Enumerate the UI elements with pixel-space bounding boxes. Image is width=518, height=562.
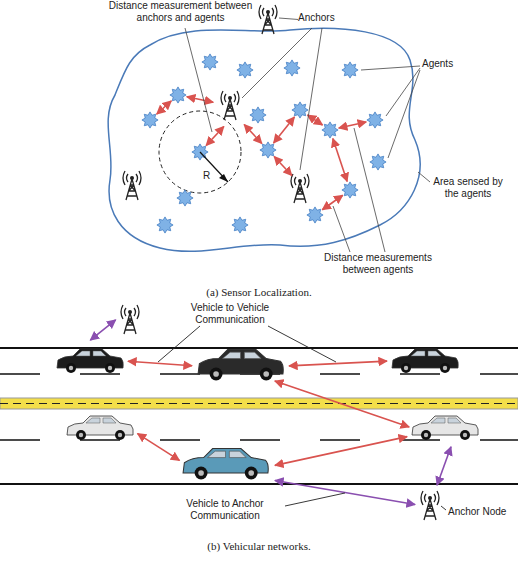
label-text: Distance measurements between agents	[324, 252, 432, 275]
leader-line	[388, 70, 420, 158]
label-text: Distance measurement between anchors and…	[109, 0, 252, 23]
leader-line	[441, 506, 446, 510]
leader-line	[285, 493, 345, 506]
annotation-label: Vehicle to Vehicle Communication	[170, 302, 290, 326]
label-text: R	[203, 170, 210, 181]
distance-arrow	[275, 481, 415, 505]
distance-arrow	[333, 139, 347, 182]
agents	[142, 54, 386, 233]
agent-star	[177, 190, 193, 206]
annotation-label: Agents	[422, 58, 482, 70]
distance-arrow	[275, 437, 407, 466]
subfigure-caption: (a) Sensor Localization.	[0, 286, 518, 298]
agent-star	[342, 182, 358, 198]
label-text: (a) Sensor Localization.	[206, 286, 311, 298]
annotation-label: Anchor Node	[448, 506, 514, 518]
vehicles	[57, 349, 478, 479]
leader-lines	[185, 18, 430, 252]
range-circle	[159, 111, 241, 193]
agent-star	[260, 142, 276, 158]
agent-star	[342, 62, 358, 78]
distance-arrow	[138, 434, 180, 461]
agent-star	[250, 107, 266, 123]
agent-star	[232, 217, 248, 233]
annotation-label: R	[203, 170, 215, 182]
leader-line	[242, 28, 312, 98]
distance-arrow	[206, 127, 224, 146]
distance-arrow	[289, 361, 387, 366]
sensed-area	[108, 28, 420, 251]
distance-arrow	[307, 115, 322, 125]
distance-arrow	[244, 125, 262, 144]
annotation-label: Distance measurements between agents	[318, 252, 438, 276]
label-text: Area sensed by the agents	[433, 176, 503, 199]
agent-star	[322, 122, 338, 138]
label-text: Vehicle to Anchor Communication	[186, 498, 263, 521]
leader-line	[361, 66, 420, 70]
leader-line	[185, 28, 212, 132]
agent-star	[157, 217, 173, 233]
communication-arrows	[90, 320, 451, 510]
leader-line	[300, 28, 322, 170]
agent-star	[292, 102, 308, 118]
road	[0, 348, 518, 484]
annotation-label: Vehicle to Anchor Communication	[160, 498, 290, 522]
anchors	[123, 5, 309, 203]
distance-arrow	[157, 101, 172, 114]
label-text: (b) Vehicular networks.	[207, 540, 310, 552]
leader-line	[158, 326, 200, 362]
leader-line	[333, 206, 350, 252]
agent-star	[142, 112, 158, 128]
label-text: Anchor Node	[448, 506, 506, 517]
distance-arrow	[187, 97, 213, 102]
distance-arrow	[274, 157, 292, 176]
subfigure-caption: (b) Vehicular networks.	[0, 540, 518, 552]
label-text: Anchors	[298, 12, 335, 23]
radius-head	[219, 174, 228, 182]
distance-arrow	[437, 447, 451, 485]
leader-line	[268, 326, 336, 362]
distance-arrow	[90, 320, 115, 340]
agent-star	[237, 62, 253, 78]
distance-arrow	[275, 381, 409, 427]
agent-star	[202, 54, 218, 70]
agent-star	[307, 207, 323, 223]
distance-arrow	[128, 361, 192, 366]
agent-star	[284, 60, 300, 76]
annotation-label: Distance measurement between anchors and…	[108, 0, 253, 24]
anchor-towers	[121, 305, 439, 520]
radius-line	[200, 152, 228, 182]
leader-line	[354, 128, 385, 252]
label-text: Vehicle to Vehicle Communication	[191, 302, 269, 325]
label-text: Agents	[422, 58, 453, 69]
distance-arrow	[274, 117, 295, 143]
leader-line	[418, 172, 430, 182]
agent-star	[170, 87, 186, 103]
distance-arrow	[339, 122, 366, 128]
distance-arrow	[322, 195, 342, 210]
agent-star	[367, 112, 383, 128]
annotation-label: Anchors	[298, 12, 358, 24]
leader-line	[386, 68, 420, 116]
distance-arrows	[157, 97, 367, 210]
agent-star	[370, 154, 386, 170]
annotation-label: Area sensed by the agents	[428, 176, 508, 200]
